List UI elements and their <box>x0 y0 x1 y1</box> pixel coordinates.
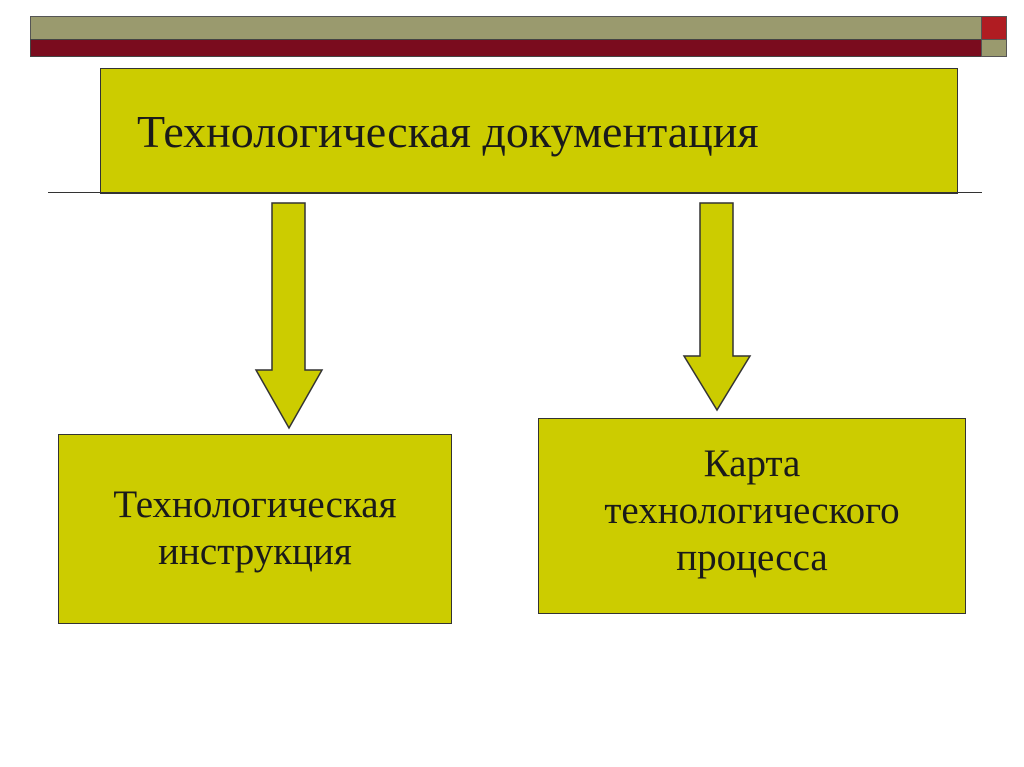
right-box-text: Карта технологического процесса <box>604 441 899 581</box>
top-box-technological-documentation: Технологическая документация <box>100 68 958 194</box>
header-bar-olive <box>30 16 982 40</box>
right-box-process-map: Карта технологического процесса <box>538 418 966 614</box>
corner-square-red <box>981 16 1007 40</box>
right-box-line-2: технологического <box>604 488 900 532</box>
header-bar-red <box>30 39 982 57</box>
corner-square-olive <box>981 39 1007 57</box>
left-box-line-1: Технологическая <box>113 483 397 527</box>
right-box-line-3: процесса <box>676 535 828 579</box>
left-box-technological-instruction: Технологическая инструкция <box>58 434 452 624</box>
divider-line <box>48 192 982 193</box>
top-box-label: Технологическая документация <box>137 105 759 157</box>
right-box-line-1: Карта <box>703 442 801 485</box>
arrow-down-left <box>254 202 324 430</box>
left-box-line-2: инструкция <box>158 530 352 573</box>
left-box-text: Технологическая инструкция <box>113 482 396 576</box>
arrow-down-right <box>682 202 752 412</box>
